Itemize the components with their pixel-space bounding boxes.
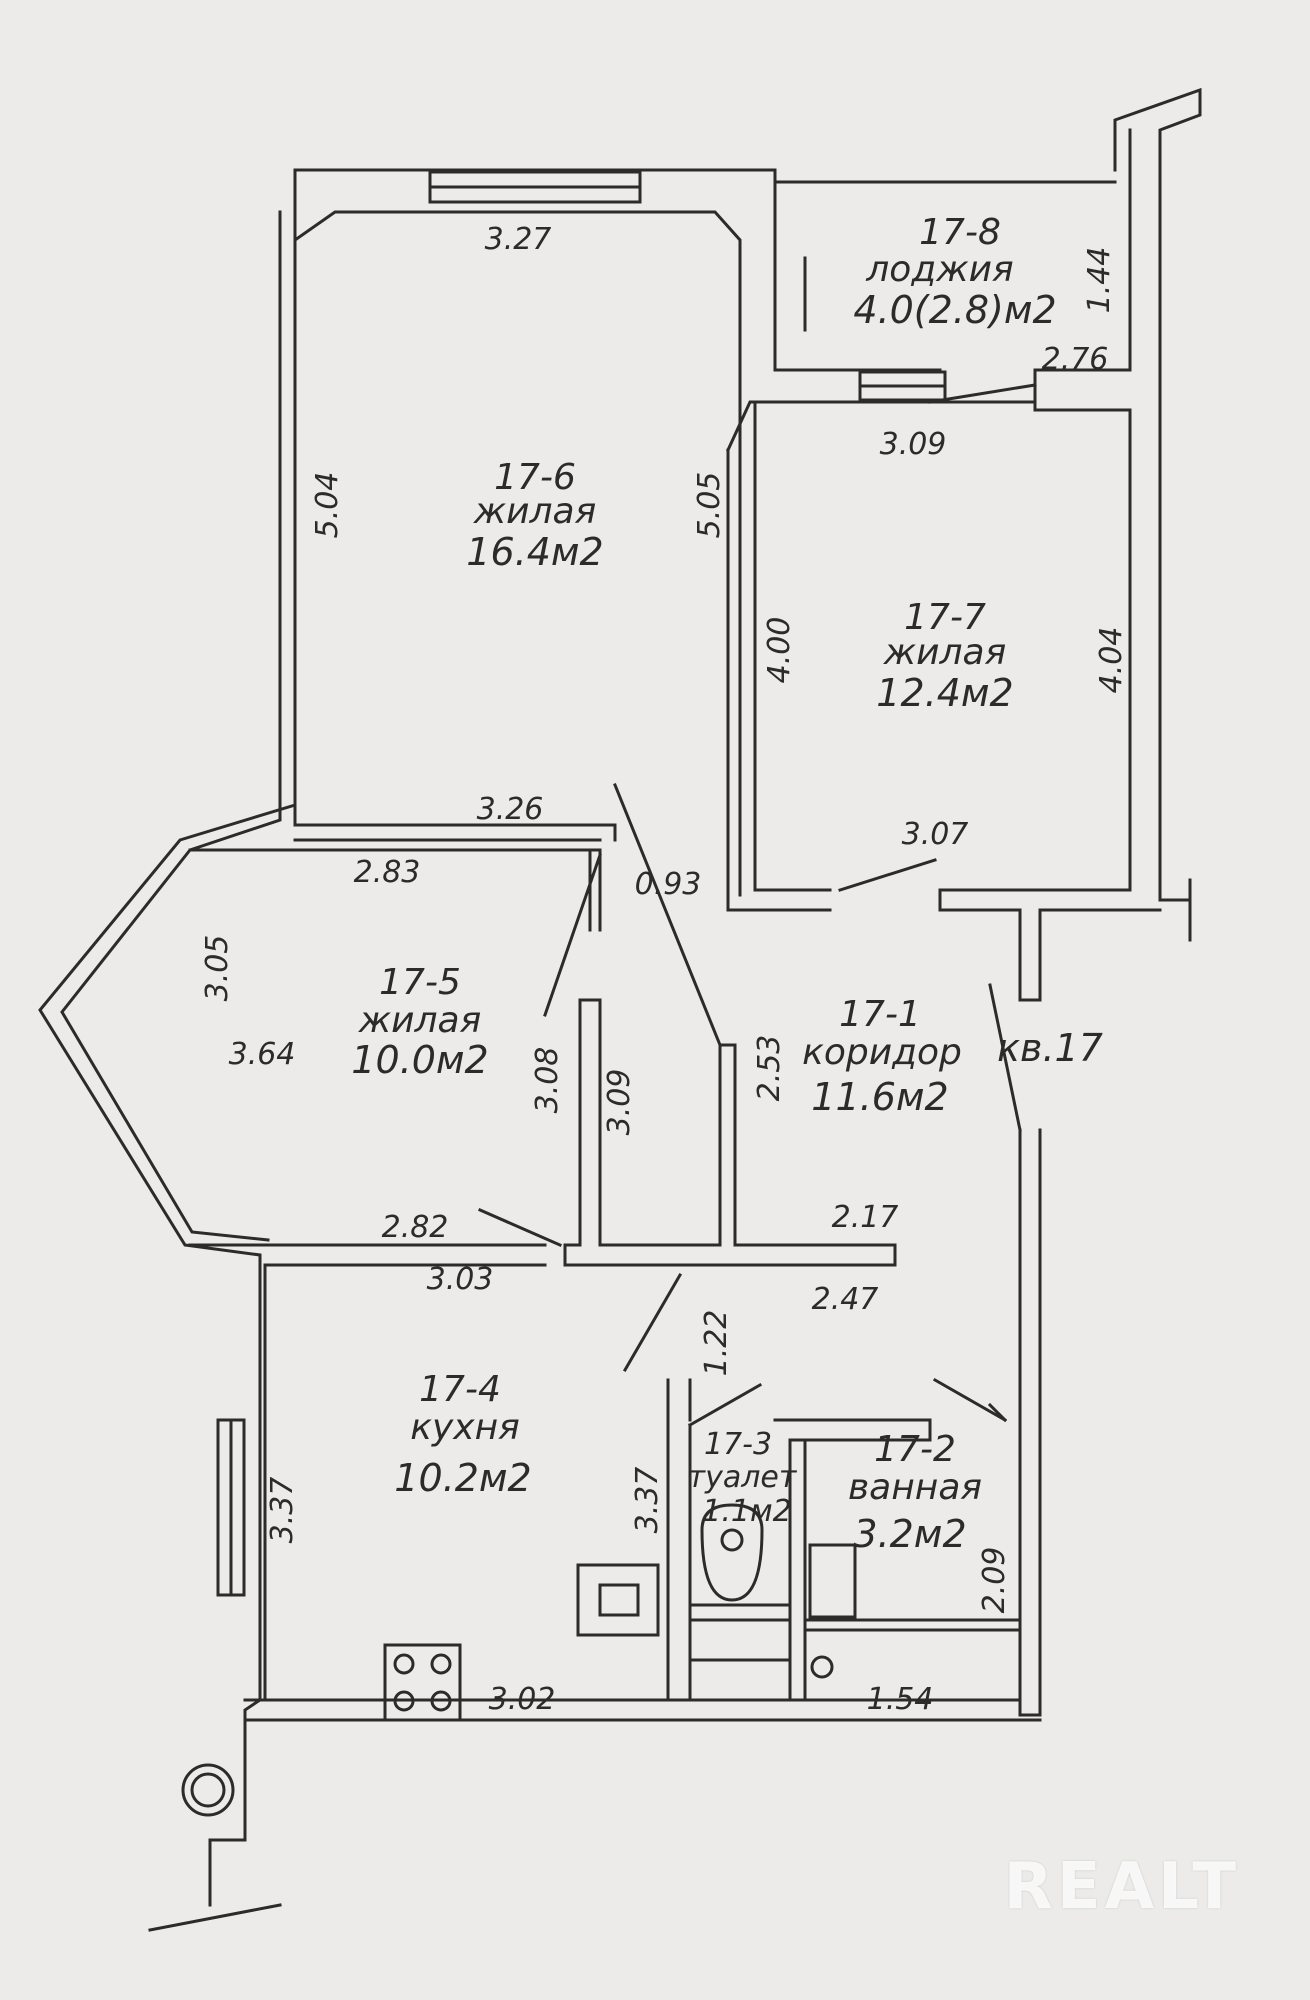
dim-4-04: 4.04 (1094, 626, 1129, 694)
room-17-1-area: 11.6м2 (811, 1075, 949, 1119)
dim-3-05: 3.05 (200, 934, 235, 1002)
room-17-6-id: 17-6 (494, 457, 576, 498)
dim-3-03: 3.03 (426, 1262, 494, 1297)
dim-3-09-mid: 3.09 (602, 1068, 637, 1136)
room-17-3-id: 17-3 (703, 1427, 773, 1462)
dim-3-07: 3.07 (901, 817, 969, 852)
vent-shaft (181, 1763, 235, 1817)
room-17-2-id: 17-2 (874, 1429, 956, 1470)
interior-partitions (243, 256, 1042, 1722)
dim-4-00: 4.00 (762, 616, 797, 684)
dim-2-82: 2.82 (381, 1210, 449, 1245)
room-17-5-type: жилая (358, 1000, 482, 1041)
dim-3-64: 3.64 (228, 1037, 296, 1072)
room-17-1-type: коридор (802, 1032, 962, 1073)
room-17-7-walls (726, 370, 1162, 1002)
room-17-8-id: 17-8 (919, 212, 1001, 253)
room-17-8-area: 4.0(2.8)м2 (853, 288, 1057, 332)
stove-fixture (383, 1643, 462, 1722)
room-17-7-area: 12.4м2 (876, 671, 1014, 715)
dim-5-04: 5.04 (310, 471, 345, 539)
dim-1-54: 1.54 (866, 1682, 934, 1717)
realt-watermark: REALT (1003, 1850, 1240, 1924)
dim-3-02: 3.02 (488, 1682, 556, 1717)
window-top (428, 170, 642, 204)
toilet-fixture (700, 1503, 764, 1602)
dim-2-47: 2.47 (811, 1282, 879, 1317)
dim-3-08: 3.08 (530, 1046, 565, 1114)
dim-2-17: 2.17 (831, 1200, 899, 1235)
dim-0-93: 0.93 (634, 867, 702, 902)
exterior-walls (38, 87, 1202, 1932)
dim-3-37-mid: 3.37 (630, 1466, 665, 1534)
room-17-7-id: 17-7 (904, 597, 986, 638)
room-17-8-type: лоджия (866, 249, 1014, 290)
dim-3-37-left: 3.37 (265, 1476, 300, 1544)
dim-5-05: 5.05 (692, 471, 727, 539)
room-17-5-id: 17-5 (379, 962, 461, 1003)
dim-1-44: 1.44 (1082, 246, 1117, 314)
room-17-4-area: 10.2м2 (394, 1456, 532, 1500)
room-17-6-type: жилая (473, 491, 597, 532)
room-17-7-type: жилая (883, 632, 1007, 673)
room-17-2-type: ванная (847, 1467, 983, 1508)
dim-2-53: 2.53 (752, 1034, 787, 1102)
dim-2-09: 2.09 (977, 1546, 1012, 1614)
room-17-1-id: 17-1 (839, 994, 921, 1035)
dim-1-22: 1.22 (699, 1309, 734, 1377)
room-17-5-walls (188, 848, 602, 1247)
apartment-label: кв.17 (997, 1026, 1103, 1070)
dim-2-83: 2.83 (353, 855, 421, 890)
dim-3-09-top: 3.09 (879, 427, 947, 462)
room-17-4-type: кухня (410, 1407, 520, 1448)
room-17-3-type: туалет (687, 1460, 797, 1495)
room-17-5-area: 10.0м2 (351, 1038, 489, 1082)
dim-3-26: 3.26 (476, 792, 544, 827)
room-17-4-id: 17-4 (419, 1369, 501, 1410)
room-17-2-area: 3.2м2 (853, 1512, 967, 1556)
room-17-3-area: 1.1м2 (702, 1494, 792, 1529)
dim-3-27: 3.27 (484, 222, 552, 257)
room-17-6-walls (293, 210, 742, 842)
dim-2-76: 2.76 (1041, 342, 1109, 377)
room-17-6-area: 16.4м2 (466, 530, 604, 574)
sink-fixture (576, 1563, 660, 1637)
bath-fixture (808, 1543, 857, 1679)
window-kitchen (216, 1418, 246, 1597)
